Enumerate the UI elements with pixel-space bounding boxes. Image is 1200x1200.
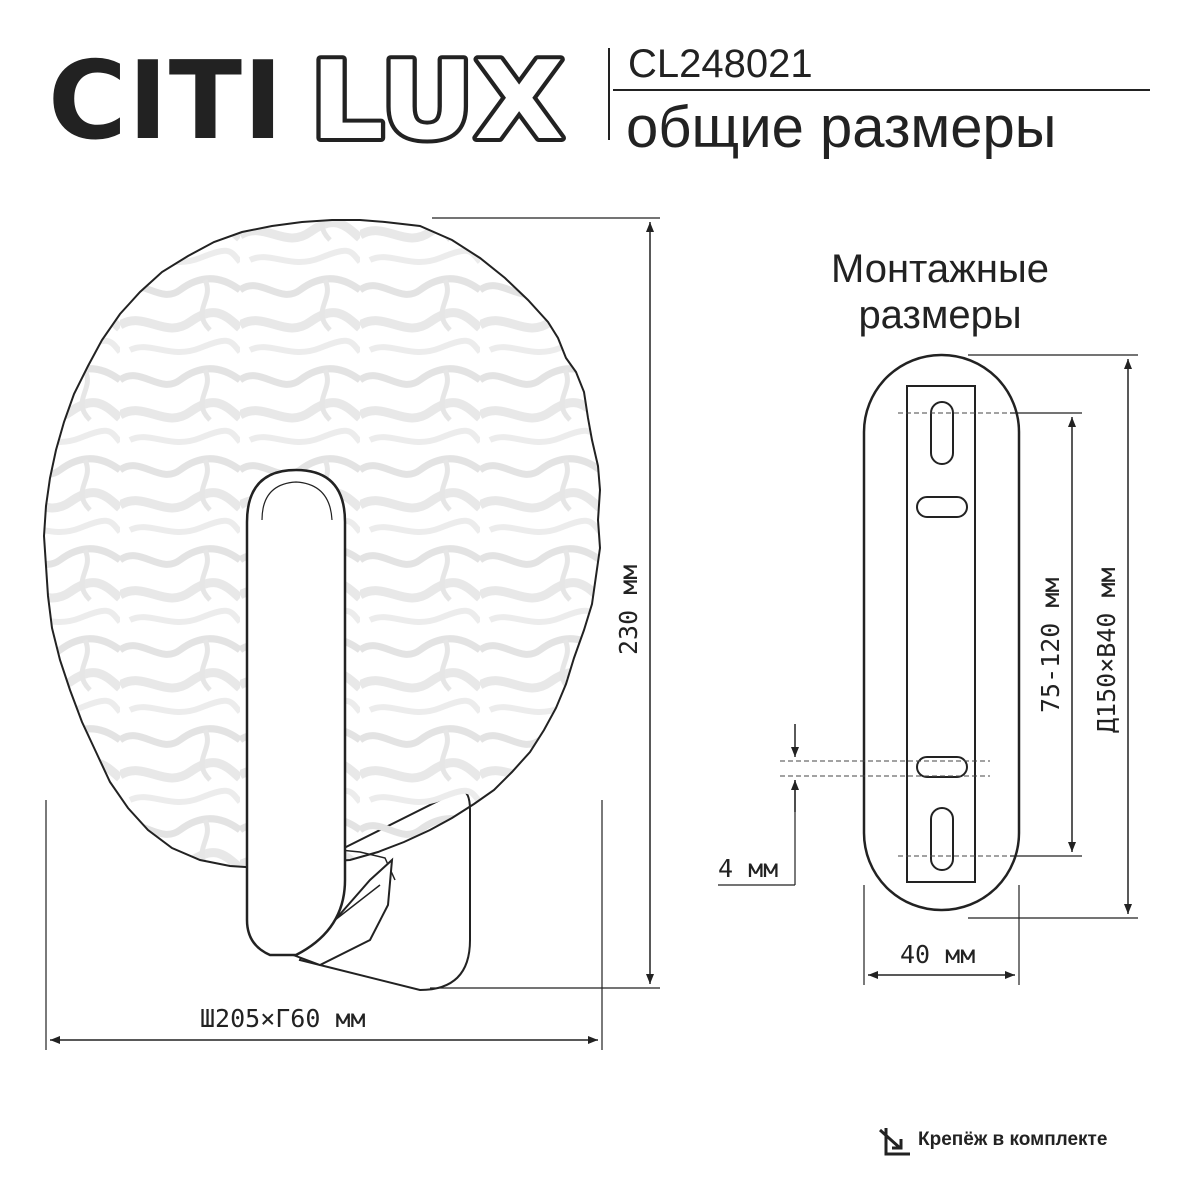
hole-spacing-label: 75-120 мм bbox=[1036, 577, 1065, 713]
hole-spacing-dimension bbox=[1010, 412, 1082, 857]
slot-bottom-horizontal bbox=[916, 756, 968, 778]
page-subtitle: общие размеры bbox=[626, 95, 1057, 160]
fastening-included-label: Крепёж в комплекте bbox=[918, 1129, 1108, 1150]
slot-top-horizontal bbox=[916, 496, 968, 518]
svg-text:LUX: LUX bbox=[310, 39, 564, 164]
mounting-title-line1: Монтажные bbox=[830, 247, 1050, 291]
screw-dimension bbox=[718, 724, 799, 886]
height-dimension bbox=[430, 217, 660, 989]
base-width-dimension bbox=[863, 885, 1020, 985]
svg-text:CITI: CITI bbox=[48, 39, 284, 164]
base-width-label: 40 мм bbox=[900, 940, 976, 969]
citilux-logo: CITI LUX bbox=[48, 35, 568, 168]
mounting-title: Монтажные размеры bbox=[790, 246, 1090, 338]
model-number: CL248021 bbox=[628, 42, 813, 86]
mounting-title-line2: размеры bbox=[858, 293, 1022, 337]
slot-top-vertical bbox=[930, 401, 954, 465]
arm-front bbox=[245, 468, 347, 957]
height-label: 230 мм bbox=[614, 564, 643, 655]
width-dimension bbox=[45, 800, 603, 1050]
mounting-bracket bbox=[906, 385, 976, 883]
slot-bottom-vertical bbox=[930, 807, 954, 871]
fastener-arrow-icon bbox=[878, 1128, 910, 1156]
base-length-dimension bbox=[968, 354, 1138, 919]
base-size-label: Д150×В40 мм bbox=[1092, 567, 1121, 733]
width-depth-label: Ш205×Г60 мм bbox=[200, 1004, 366, 1033]
mounting-base bbox=[780, 353, 1021, 912]
screw-label: 4 мм bbox=[718, 854, 779, 883]
luminaire-front-view bbox=[42, 219, 602, 992]
